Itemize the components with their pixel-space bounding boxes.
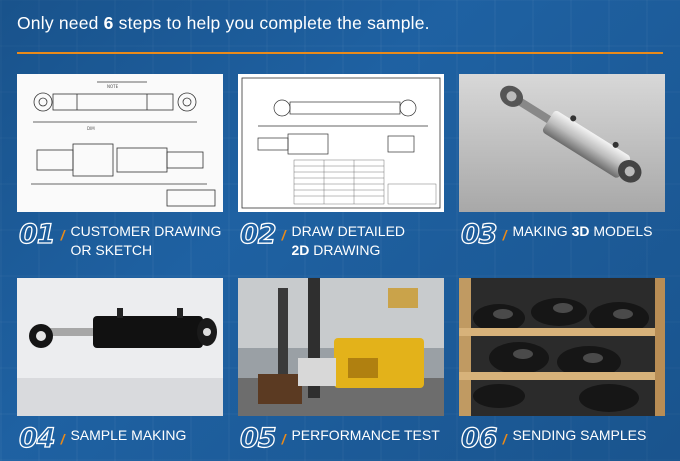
step-label: SAMPLE MAKING (70, 427, 187, 443)
wooden-crate-photo-image (459, 278, 665, 416)
step-3-caption: 03 / MAKING 3D MODELS (460, 219, 653, 250)
step-label: SENDING SAMPLES (512, 427, 647, 443)
step-3-image (459, 74, 665, 212)
step-count: 6 (103, 13, 114, 33)
3d-model-render-image (459, 74, 665, 212)
step-number: 02 (239, 219, 277, 250)
slash-separator: / (281, 431, 286, 447)
svg-text:DIM: DIM (87, 126, 95, 131)
svg-text:NOTE: NOTE (107, 84, 119, 89)
test-bench-photo-image (238, 278, 444, 416)
step-number: 06 (460, 423, 498, 454)
step-label: MAKING 3D MODELS (512, 223, 653, 239)
slash-separator: / (60, 227, 65, 243)
step-5-caption: 05 / PERFORMANCE TEST (239, 423, 440, 454)
page-title: Only need 6 steps to help you complete t… (17, 13, 430, 33)
step-4-caption: 04 / SAMPLE MAKING (18, 423, 187, 454)
slash-separator: / (502, 431, 507, 447)
step-number: 04 (18, 423, 56, 454)
hydraulic-cylinder-photo-image (17, 278, 223, 416)
step-4-image (17, 278, 223, 416)
step-1-image: NOTE DIM (17, 74, 223, 212)
step-5-image (238, 278, 444, 416)
slash-separator: / (281, 227, 286, 243)
step-label: PERFORMANCE TEST (291, 427, 440, 443)
slash-separator: / (502, 227, 507, 243)
step-number: 01 (18, 219, 56, 250)
detailed-2d-drawing-image (238, 74, 444, 212)
step-2-image (238, 74, 444, 212)
slash-separator: / (60, 431, 65, 447)
technical-drawing-image: NOTE DIM (17, 74, 223, 212)
step-6-image (459, 278, 665, 416)
step-6-caption: 06 / SENDING SAMPLES (460, 423, 647, 454)
divider (17, 52, 663, 54)
step-number: 05 (239, 423, 277, 454)
step-number: 03 (460, 219, 498, 250)
